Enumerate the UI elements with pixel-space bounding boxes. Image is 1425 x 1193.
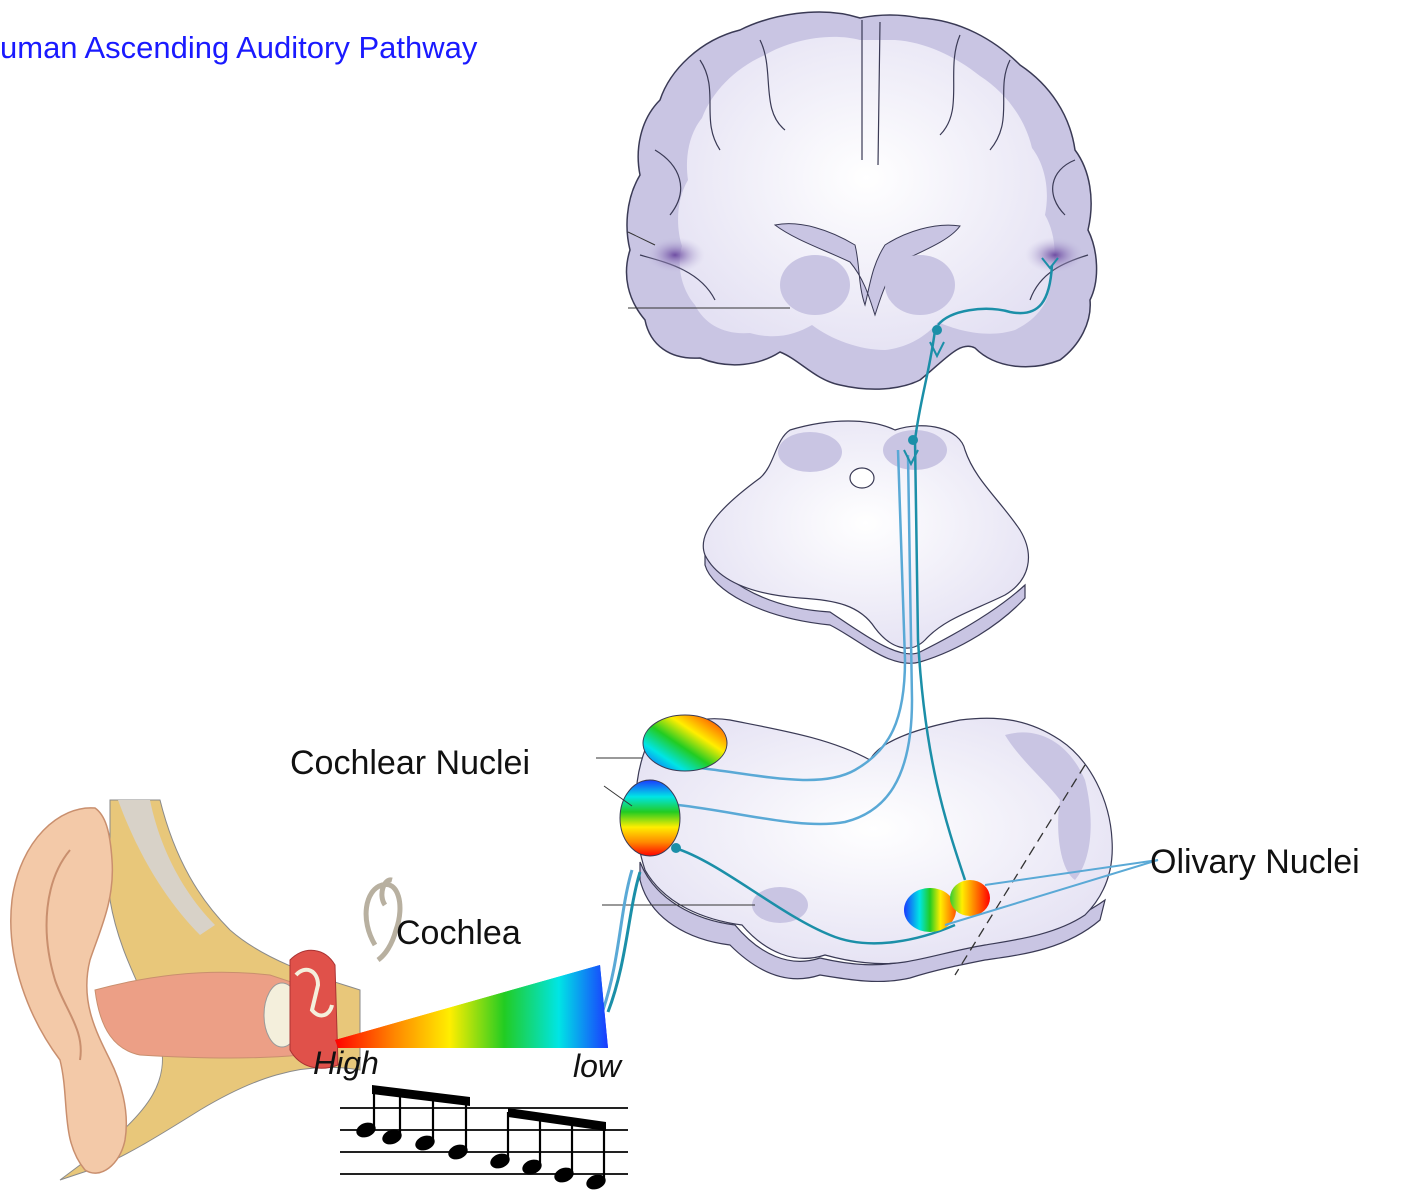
ear-anatomy-illustration <box>11 800 400 1180</box>
midbrain-section <box>703 421 1028 663</box>
neuron-cell-body-icon <box>671 843 681 853</box>
music-notes-staff <box>340 1085 628 1192</box>
auditory-nerve-dark <box>608 872 640 1012</box>
label-high-frequency: High <box>313 1047 379 1079</box>
page-title: uman Ascending Auditory Pathway <box>0 32 477 63</box>
label-cochlear-nuclei: Cochlear Nuclei <box>290 746 530 780</box>
cochlea-wedge-full <box>335 965 608 1048</box>
auditory-cortex-left <box>645 237 705 273</box>
neuron-cell-body-icon <box>932 325 942 335</box>
medulla-grey-left <box>752 887 808 923</box>
basal-ganglia-left <box>780 255 850 315</box>
label-olivary-nuclei: Olivary Nuclei <box>1150 845 1360 879</box>
olivary-nucleus-right <box>950 880 990 916</box>
brain-coronal-section <box>626 12 1096 389</box>
music-stems <box>374 1089 604 1180</box>
inferior-colliculus-left <box>778 432 842 472</box>
label-cochlea: Cochlea <box>396 916 521 950</box>
basal-ganglia-right <box>885 255 955 315</box>
dorsal-cochlear-nucleus <box>643 715 727 771</box>
cerebral-aqueduct <box>850 468 874 488</box>
label-low-frequency: low <box>573 1050 621 1082</box>
auditory-cortex-right <box>1025 237 1085 273</box>
neuron-cell-body-icon <box>908 435 918 445</box>
olivary-nucleus-left <box>904 888 956 932</box>
midbrain-outline <box>703 421 1028 648</box>
semicircular-canals <box>366 880 400 960</box>
ventral-cochlear-nucleus <box>620 780 680 856</box>
